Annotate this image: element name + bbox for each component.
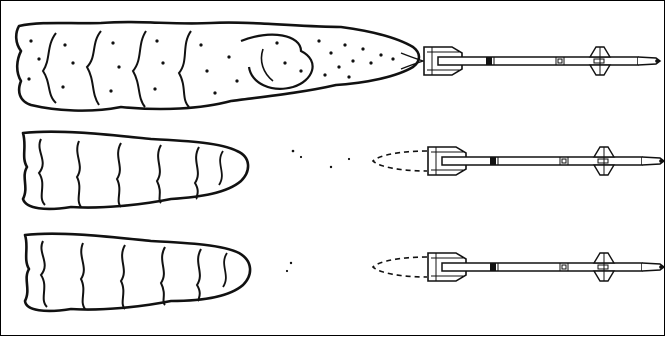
row-2-smoke-cloud bbox=[23, 132, 248, 209]
row-1-smoke-cloud bbox=[16, 22, 419, 111]
missile-icon bbox=[428, 253, 664, 281]
row-3-smoke-cloud bbox=[25, 234, 250, 311]
missile-icon bbox=[424, 47, 660, 75]
row-2-stray-dots bbox=[292, 150, 350, 169]
row-2-exhaust-plume bbox=[373, 151, 427, 171]
row-3-exhaust-plume bbox=[373, 257, 427, 277]
missile-icon bbox=[428, 147, 664, 175]
row-3-stray-dots bbox=[286, 262, 292, 272]
